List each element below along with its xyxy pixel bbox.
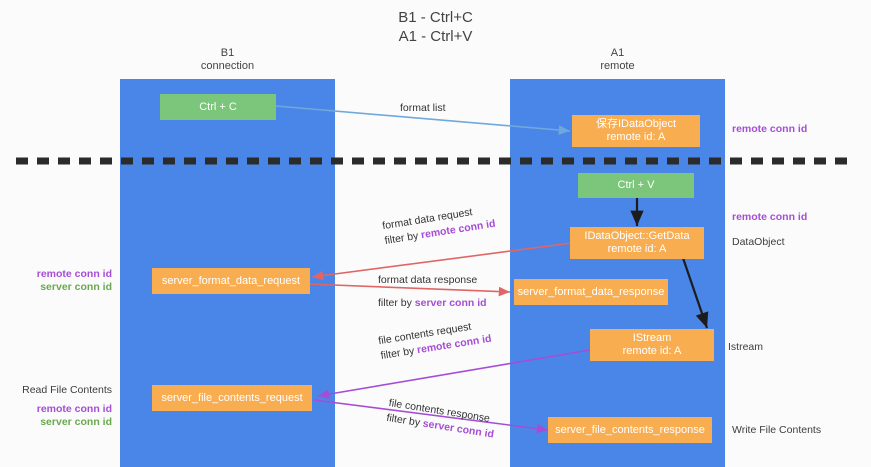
box-getdata-title: IDataObject::GetData — [584, 230, 690, 242]
box-idataobject-title: 保存IDataObject — [595, 118, 677, 130]
lane-header-b1: B1 connection — [120, 47, 335, 73]
annotation-remote-conn-id-top: remote conn id — [732, 123, 808, 135]
box-ctrl-v-label: Ctrl + V — [617, 179, 655, 191]
lane-header-a1: A1 remote — [510, 47, 725, 73]
annotation-left-remote-conn-id-bottom: remote conn id — [36, 403, 112, 415]
annotation-istream: Istream — [728, 341, 764, 353]
box-ctrl-c-label: Ctrl + C — [199, 100, 237, 113]
lane-a1-name: A1 — [610, 47, 625, 59]
flow-format-data-response-prefix: filter by — [378, 297, 415, 309]
flow-label-format-data-response: format data response filter by server co… — [378, 273, 487, 311]
flow-label-format-list: format list — [400, 101, 446, 116]
flow-label-file-contents-response: file contents response filter by server … — [385, 396, 497, 443]
flow-label-format-data-request: format data request filter by remote con… — [381, 202, 496, 249]
box-server-format-data-request[interactable]: server_format_data_request — [152, 268, 310, 294]
box-ctrl-c[interactable]: Ctrl + C — [160, 94, 276, 120]
lane-b1-name: B1 — [220, 47, 235, 59]
box-idataobject-remote-id: remote id: A — [606, 131, 666, 143]
annotation-read-file-contents: Read File Contents — [22, 384, 112, 396]
flow-label-file-contents-request: file contents request filter by remote c… — [377, 317, 492, 364]
box-server-file-contents-request-label: server_file_contents_request — [161, 391, 303, 404]
flow-label-format-list-text: format list — [400, 102, 446, 114]
flow-format-data-response-line1: format data response — [378, 274, 478, 286]
annotation-remote-conn-id-middle: remote conn id — [732, 211, 808, 223]
annotation-left-server-conn-id-bottom: server conn id — [40, 416, 112, 428]
box-server-file-contents-response[interactable]: server_file_contents_response — [548, 417, 712, 443]
page-title: B1 - Ctrl+C A1 - Ctrl+V — [0, 8, 871, 46]
box-getdata-remote-id: remote id: A — [607, 243, 667, 255]
box-istream-remote-id: remote id: A — [622, 345, 682, 357]
lane-b1-subtitle: connection — [200, 60, 255, 72]
box-server-file-contents-request[interactable]: server_file_contents_request — [152, 385, 312, 411]
flow-format-data-response-line2: filter by server conn id — [378, 296, 487, 311]
box-istream-title: IStream — [632, 332, 672, 344]
box-server-format-data-request-label: server_format_data_request — [161, 274, 301, 287]
annotation-write-file-contents: Write File Contents — [732, 424, 822, 436]
box-server-file-contents-response-label: server_file_contents_response — [555, 423, 705, 436]
annotation-left-remote-conn-id-middle: remote conn id — [36, 268, 112, 280]
annotation-left-server-conn-id-middle: server conn id — [40, 281, 112, 293]
box-idataobject[interactable]: 保存IDataObject remote id: A — [572, 115, 700, 147]
lane-a1-subtitle: remote — [600, 60, 635, 72]
box-idataobject-getdata[interactable]: IDataObject::GetData remote id: A — [570, 227, 704, 259]
flow-format-data-response-highlight: server conn id — [414, 297, 487, 309]
box-server-format-data-response[interactable]: server_format_data_response — [514, 279, 668, 305]
box-ctrl-v[interactable]: Ctrl + V — [578, 173, 694, 198]
title-line-1: B1 - Ctrl+C — [398, 9, 473, 26]
annotation-dataobject: DataObject — [732, 236, 785, 248]
box-istream[interactable]: IStream remote id: A — [590, 329, 714, 361]
title-line-2: A1 - Ctrl+V — [398, 28, 473, 45]
box-server-format-data-response-label: server_format_data_response — [517, 285, 665, 298]
